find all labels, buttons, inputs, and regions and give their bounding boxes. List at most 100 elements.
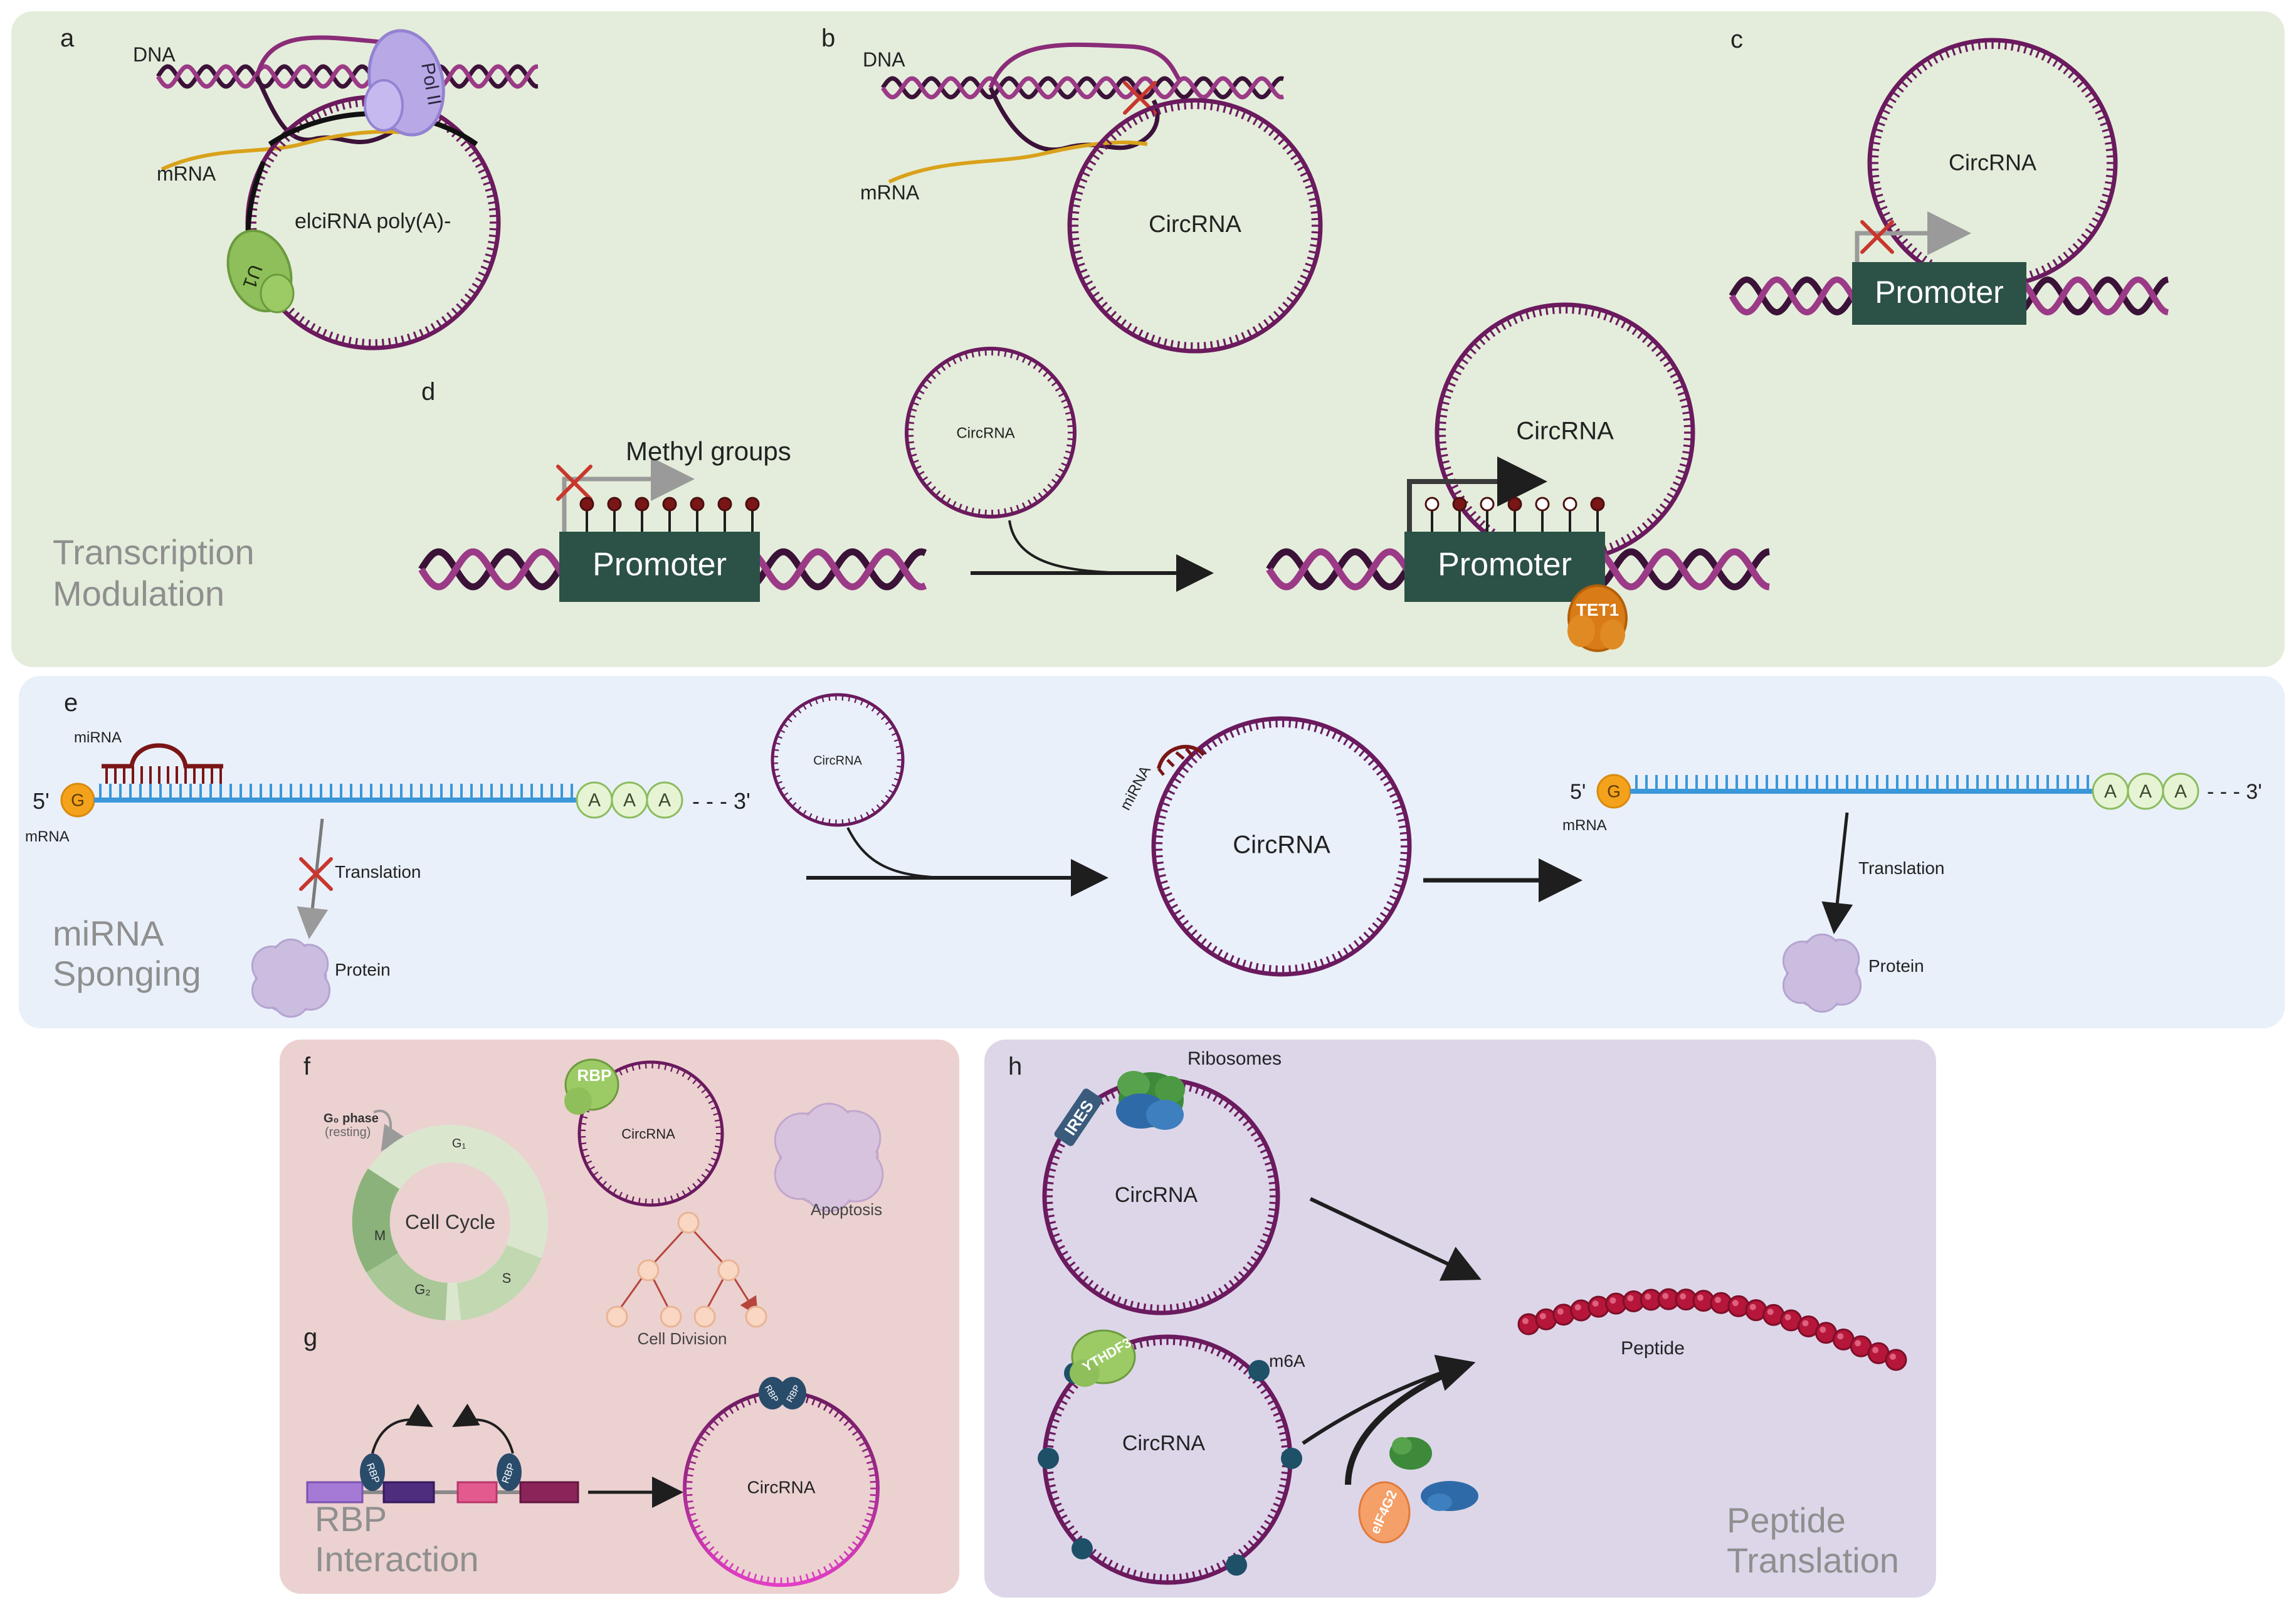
panel-b-mrna-label: mRNA (860, 181, 920, 204)
panel-b-circ-label: CircRNA (1149, 211, 1241, 238)
promoter-c-label: Promoter (1875, 275, 2004, 310)
cell-cycle-label: Cell Cycle (405, 1211, 495, 1233)
translation-label-e2: Translation (1858, 858, 1944, 878)
panel-h: h CircRNA Ribosomes IRES CircRNA m6A (1008, 1048, 1907, 1585)
cell-division-tree (606, 1211, 766, 1327)
mrna-label-e: mRNA (25, 828, 70, 845)
exon-3 (456, 1481, 498, 1504)
panel-c: c CircRNA Promoter (1729, 26, 2169, 325)
transcription-panel-bg (11, 11, 2285, 667)
mrna-cap-label-2: G (1607, 781, 1621, 801)
tet1-protein: TET1 (1567, 584, 1628, 652)
u1-protein: U1 (226, 229, 295, 313)
circrna-small-e (771, 693, 905, 827)
tss-arrow-d-left (562, 457, 695, 532)
resting-label: (resting) (325, 1125, 371, 1139)
methyl-groups-left (579, 497, 760, 532)
m6a-label: m6A (1269, 1351, 1305, 1371)
panel-f: f G₀ phase (resting) G₁ Cell Cycle M S G… (303, 1053, 884, 1348)
promoter-d-right (1404, 532, 1605, 602)
g1-label: G₁ (452, 1137, 466, 1151)
section-title-rbp-2: Interaction (315, 1539, 479, 1579)
circrna-g-label: CircRNA (747, 1477, 816, 1497)
section-title-peptide-2: Translation (1727, 1541, 1899, 1580)
panel-a-circ-label: elciRNA poly(A)- (295, 209, 451, 233)
promoter-d-right-label: Promoter (1438, 547, 1572, 583)
peptide-chain (1517, 1288, 1907, 1371)
ythdf3-protein: YTHDF3 (1070, 1329, 1136, 1387)
g0-arrow (373, 1109, 406, 1152)
s-label: S (502, 1270, 512, 1286)
panel-h-letter: h (1008, 1053, 1022, 1080)
mrna-comb (99, 784, 573, 800)
svg-text:TET1: TET1 (1576, 600, 1619, 619)
pol-ii-protein: Pol II (364, 29, 445, 137)
inhibit-x-c (1860, 220, 1894, 254)
promoter-d-left-label: Promoter (592, 547, 727, 583)
apoptosis-label: Apoptosis (811, 1200, 882, 1219)
bridge-arrow-left (452, 1403, 514, 1454)
svg-text:RBP: RBP (577, 1066, 612, 1085)
circrna-h-top-label: CircRNA (1115, 1183, 1198, 1207)
promoter-c (1852, 262, 2026, 325)
translation-label-e: Translation (335, 862, 421, 882)
dna-loop-top-b (988, 42, 1181, 89)
panel-c-circ-label: CircRNA (1949, 150, 2036, 176)
mrna-strand (161, 130, 408, 171)
apoptosis-cell (774, 1102, 884, 1213)
circrna-large-d-label: CircRNA (1516, 418, 1614, 445)
three-prime-label: - - - 3' (692, 788, 750, 814)
five-prime-label-2: 5' (1570, 780, 1586, 804)
g2-label: G₂ (414, 1282, 431, 1297)
bridge-arrow-right (371, 1403, 433, 1454)
inhibit-x-d (556, 465, 592, 501)
mrna-label-e-2: mRNA (1562, 817, 1607, 834)
rbp-right: RBP (497, 1453, 522, 1491)
circrna-f-label: CircRNA (621, 1126, 675, 1142)
cell-cycle-ring (352, 1125, 548, 1320)
dna-helix (156, 64, 538, 89)
circrna-small-d (905, 347, 1077, 519)
poly-a-tail: A A A (576, 781, 683, 819)
protein-e (251, 938, 331, 1018)
eif4g2-protein: eIF4G2 (1358, 1481, 1411, 1544)
translation-arrow-e2 (1821, 812, 1853, 934)
three-prime-label-2: - - - 3' (2207, 780, 2262, 804)
panel-a: a DNA mRNA elciRNA poly(A)- Pol II U1 (60, 24, 538, 350)
promoter-d-left (559, 532, 760, 602)
circrna-small-e-label: CircRNA (813, 754, 862, 767)
svg-text:A: A (658, 790, 671, 811)
panel-e-letter: e (64, 689, 78, 717)
protein-label-e2: Protein (1868, 956, 1924, 976)
arrow-h-bottom-curve (1345, 1361, 1470, 1485)
inhibit-x-e (299, 857, 333, 891)
ribosome-subunits-h (1389, 1437, 1478, 1511)
protein-e2 (1782, 933, 1862, 1013)
mrna-strand-b (888, 140, 1148, 184)
five-prime-label: 5' (33, 788, 50, 814)
arrow-h-top (1309, 1197, 1482, 1281)
panel-f-letter: f (303, 1053, 311, 1080)
section-title-transcription-2: Modulation (53, 574, 224, 613)
panel-b-letter: b (821, 24, 835, 52)
panel-a-letter: a (60, 24, 75, 52)
ribosome-h (1116, 1071, 1185, 1130)
section-title-transcription-1: Transcription (53, 532, 255, 572)
m6a-sites (1038, 1360, 1302, 1576)
poly-a-tail-2: A A A (2092, 772, 2199, 810)
section-title-peptide-1: Peptide (1727, 1500, 1846, 1540)
dna-helix-b (881, 76, 1285, 100)
mirna-hairpin (102, 743, 223, 784)
mirna-label-e: miRNA (74, 729, 122, 746)
circrna-large-e (1151, 716, 1412, 977)
svg-text:A: A (2139, 781, 2152, 802)
protein-label-e: Protein (335, 960, 391, 979)
exon-4 (519, 1481, 579, 1504)
g0-phase-label: G₀ phase (324, 1112, 379, 1125)
panel-a-dna-label: DNA (133, 43, 176, 66)
methyl-groups-right (1424, 497, 1605, 532)
svg-text:A: A (588, 790, 601, 811)
panel-c-letter: c (1730, 26, 1743, 53)
svg-text:A: A (2174, 781, 2187, 802)
circrna-small-d-label: CircRNA (956, 424, 1014, 441)
